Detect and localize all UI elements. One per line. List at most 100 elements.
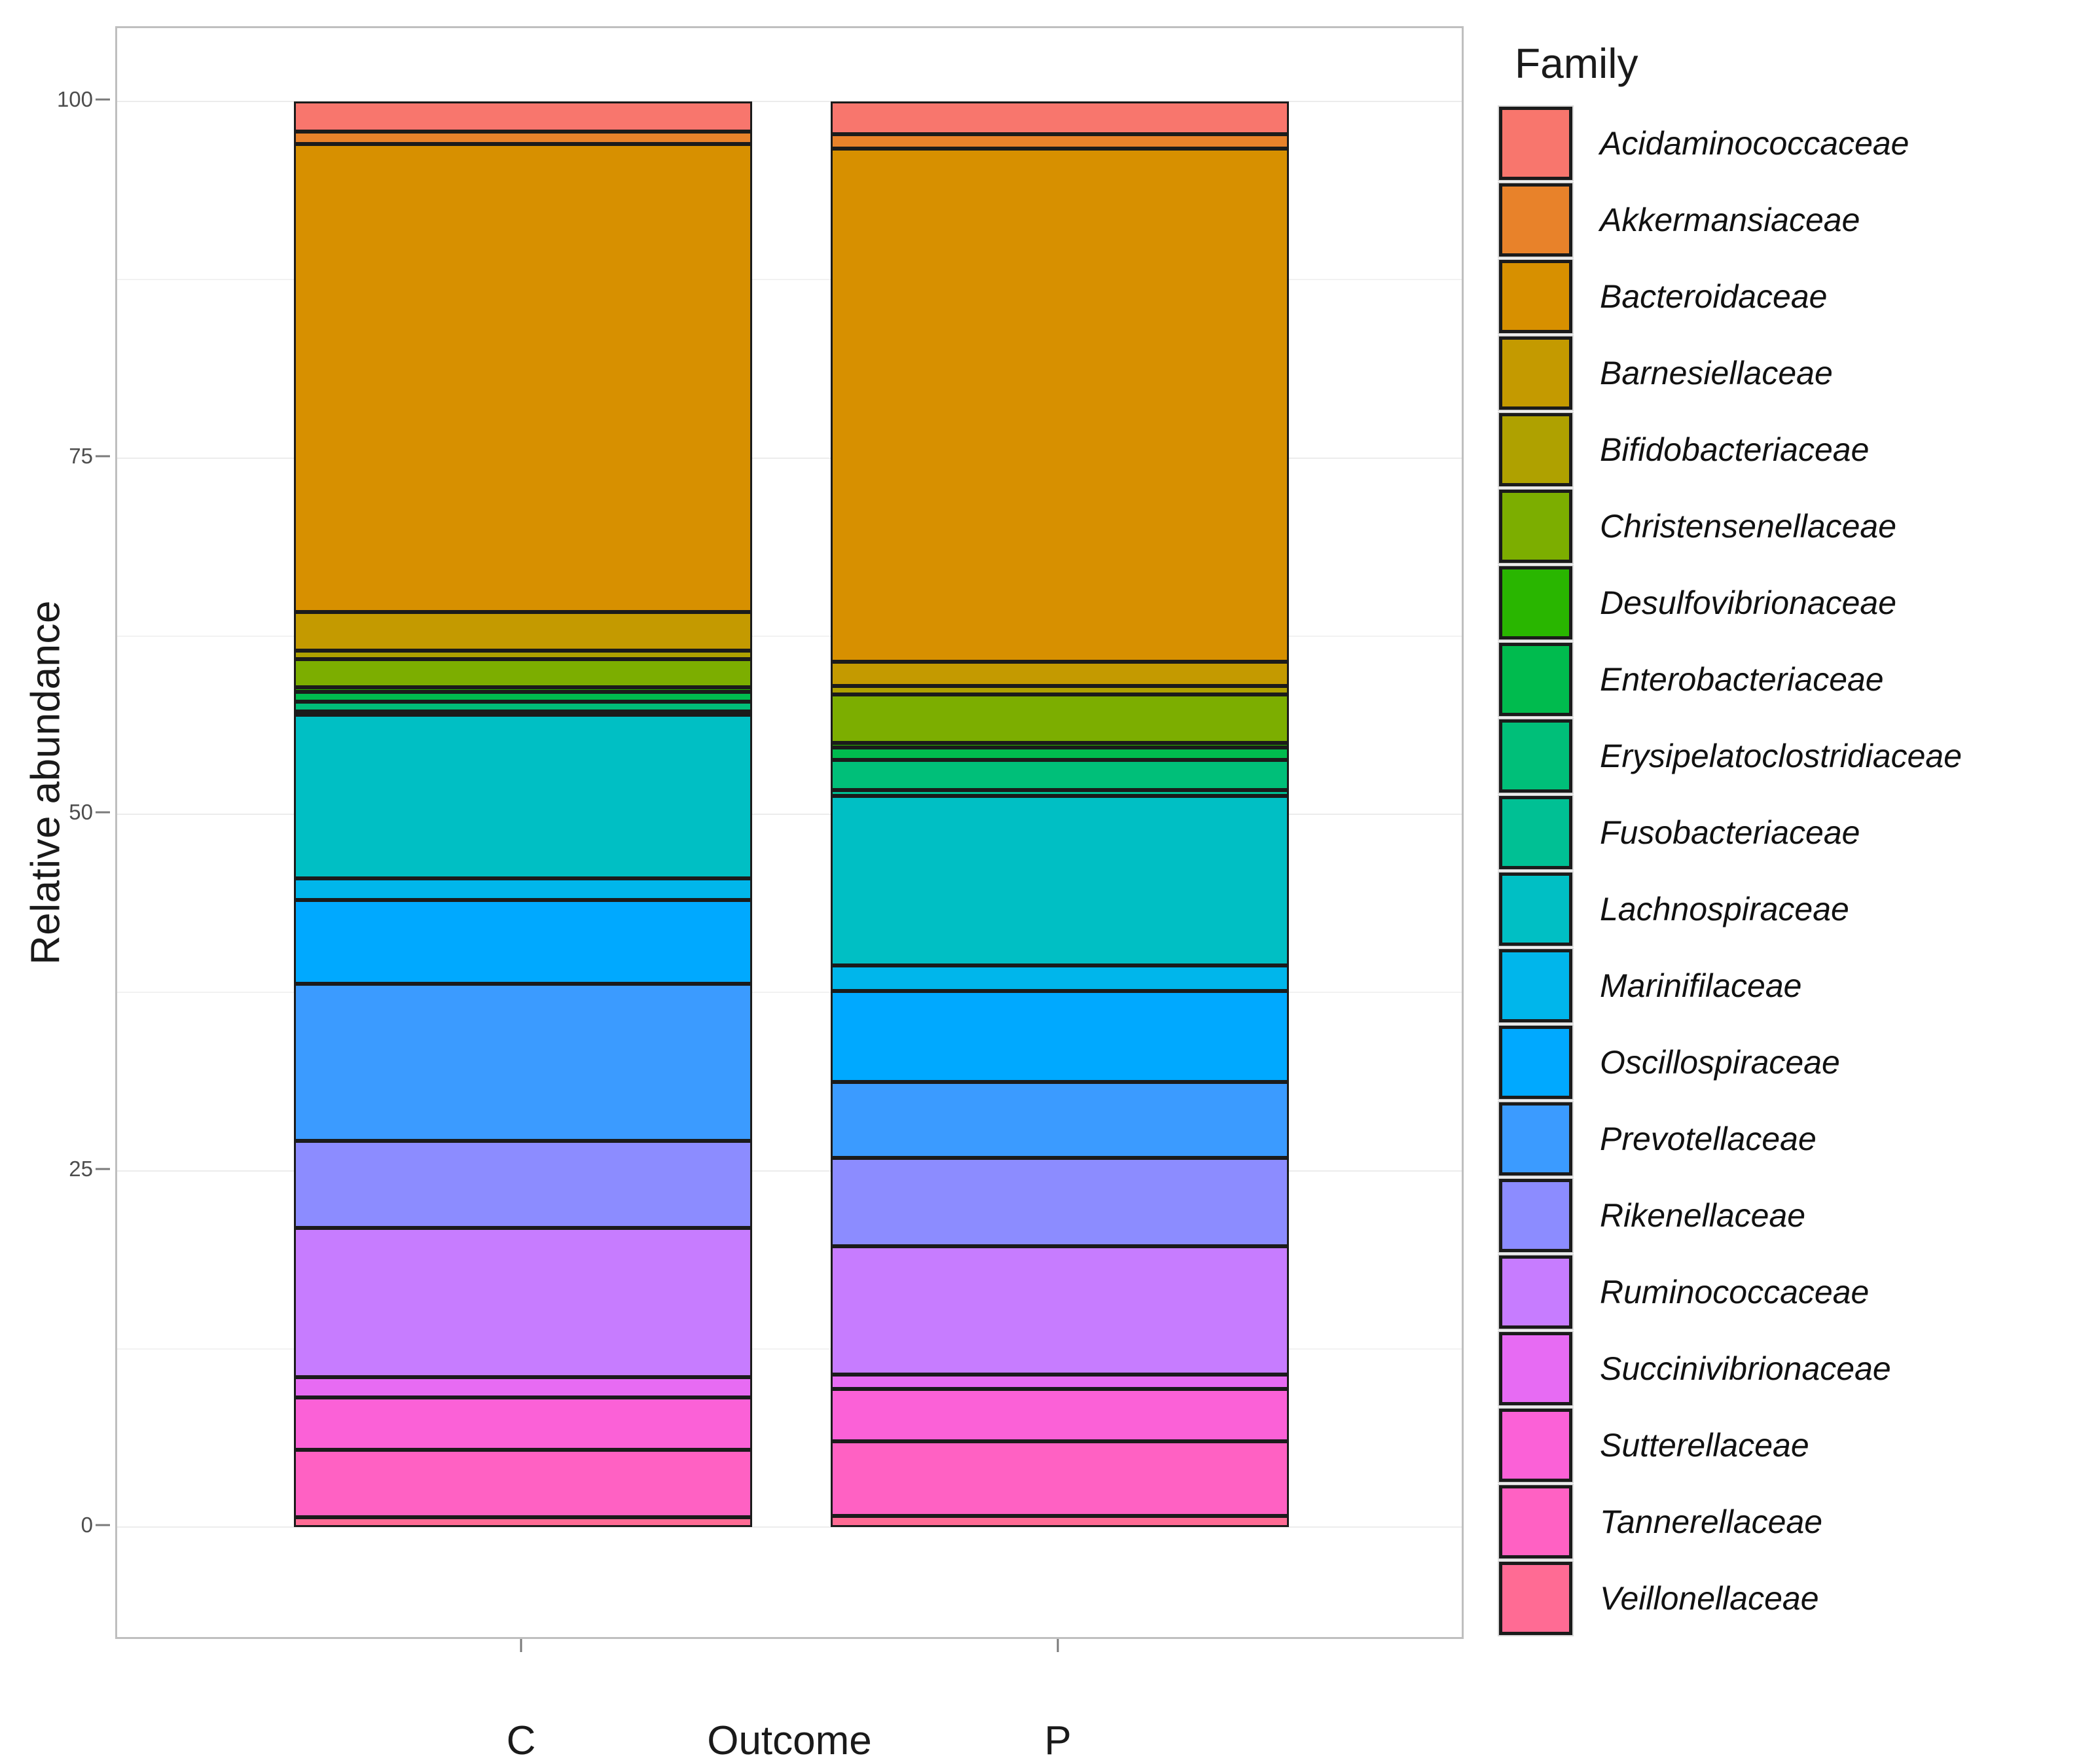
- bar-segment[interactable]: [294, 144, 752, 612]
- bar-segment[interactable]: [294, 1517, 752, 1527]
- bar-segment[interactable]: [831, 1388, 1289, 1442]
- legend-item[interactable]: Desulfovibrionaceae: [1498, 564, 2062, 641]
- legend-item[interactable]: Akkermansiaceae: [1498, 181, 2062, 258]
- bar-segment[interactable]: [294, 878, 752, 900]
- legend-swatch-icon: [1498, 794, 1574, 871]
- legend-item-label: Erysipelatoclostridiaceae: [1600, 737, 1962, 774]
- bar-segment[interactable]: [294, 101, 752, 132]
- bar-segment[interactable]: [294, 1450, 752, 1517]
- legend-item[interactable]: Christensenellaceae: [1498, 488, 2062, 564]
- x-axis-tick-label-p: P: [1044, 1718, 1072, 1763]
- legend-item-label: Bifidobacteriaceae: [1600, 431, 1870, 468]
- legend-item-label: Succinivibrionaceae: [1600, 1350, 1891, 1387]
- legend-item-label: Fusobacteriaceae: [1600, 814, 1860, 851]
- bar-segment[interactable]: [294, 701, 752, 712]
- legend-item[interactable]: Erysipelatoclostridiaceae: [1498, 717, 2062, 794]
- legend-item[interactable]: Tannerellaceae: [1498, 1483, 2062, 1560]
- legend-swatch-icon: [1498, 258, 1574, 334]
- legend-item-label: Sutterellaceae: [1600, 1426, 1809, 1464]
- bar-segment[interactable]: [294, 658, 752, 688]
- bar-segment[interactable]: [294, 714, 752, 878]
- bar-segment[interactable]: [294, 687, 752, 692]
- plot-panel: [115, 26, 1464, 1639]
- bar-segment[interactable]: [294, 984, 752, 1141]
- legend-item[interactable]: Fusobacteriaceae: [1498, 794, 2062, 871]
- legend-item[interactable]: Sutterellaceae: [1498, 1407, 2062, 1483]
- bar-segment[interactable]: [294, 650, 752, 659]
- y-axis-tick-label: 75: [69, 443, 93, 468]
- bar-segment[interactable]: [831, 1515, 1289, 1527]
- y-axis-tick-label: 100: [56, 87, 93, 111]
- legend-item[interactable]: Barnesiellaceae: [1498, 334, 2062, 411]
- bar-segment[interactable]: [831, 134, 1289, 149]
- bar-segment[interactable]: [831, 661, 1289, 686]
- legend-item-label: Christensenellaceae: [1600, 507, 1897, 545]
- legend-swatch-icon: [1498, 1100, 1574, 1177]
- legend-swatch-icon: [1498, 1330, 1574, 1407]
- bar-segment[interactable]: [831, 965, 1289, 992]
- legend-item[interactable]: Prevotellaceae: [1498, 1100, 2062, 1177]
- bar-segment[interactable]: [831, 148, 1289, 662]
- legend-item[interactable]: Marinifilaceae: [1498, 947, 2062, 1024]
- legend-item[interactable]: Bacteroidaceae: [1498, 258, 2062, 334]
- bar-segment[interactable]: [831, 1157, 1289, 1246]
- legend-item[interactable]: Bifidobacteriaceae: [1498, 411, 2062, 488]
- legend-swatch-icon: [1498, 717, 1574, 794]
- legend-item[interactable]: Acidaminococcaceae: [1498, 105, 2062, 181]
- legend-swatch-icon: [1498, 1177, 1574, 1253]
- y-axis-tick-mark: [96, 98, 110, 101]
- legend-item-label: Ruminococcaceae: [1600, 1273, 1870, 1310]
- x-axis-title: Outcome: [707, 1718, 872, 1763]
- y-axis-tick-label: 25: [69, 1156, 93, 1181]
- x-axis-tick-label-c: C: [506, 1718, 536, 1763]
- legend-item[interactable]: Oscillospiraceae: [1498, 1024, 2062, 1100]
- bar-segment[interactable]: [294, 1377, 752, 1397]
- legend-item[interactable]: Ruminococcaceae: [1498, 1253, 2062, 1330]
- bar-segment[interactable]: [831, 747, 1289, 761]
- bar-segment[interactable]: [294, 1140, 752, 1228]
- legend-item[interactable]: Enterobacteriaceae: [1498, 641, 2062, 717]
- y-axis-tick-mark: [96, 811, 110, 814]
- bar-segment[interactable]: [294, 611, 752, 651]
- gridline: [117, 1526, 1462, 1528]
- gridline: [117, 1348, 1462, 1350]
- y-axis-tick-mark: [96, 1524, 110, 1526]
- bar-segment[interactable]: [831, 694, 1289, 744]
- legend-item[interactable]: Veillonellaceae: [1498, 1560, 2062, 1636]
- bar-segment[interactable]: [831, 1441, 1289, 1516]
- legend-item-label: Lachnospiraceae: [1600, 890, 1849, 927]
- bar-segment[interactable]: [831, 760, 1289, 790]
- legend-title: Family: [1515, 40, 1638, 87]
- bar-segment[interactable]: [831, 991, 1289, 1083]
- bar-segment[interactable]: [831, 685, 1289, 695]
- legend-swatch-icon: [1498, 871, 1574, 947]
- legend-item[interactable]: Succinivibrionaceae: [1498, 1330, 2062, 1407]
- gridline: [117, 279, 1462, 281]
- legend-swatch-icon: [1498, 1483, 1574, 1560]
- bar-segment[interactable]: [294, 899, 752, 984]
- bar-segment[interactable]: [831, 743, 1289, 747]
- legend-item[interactable]: Rikenellaceae: [1498, 1177, 2062, 1253]
- bar-segment[interactable]: [294, 1397, 752, 1450]
- x-axis-tick-mark: [520, 1639, 522, 1652]
- legend-item[interactable]: Lachnospiraceae: [1498, 871, 2062, 947]
- legend-swatch-icon: [1498, 1024, 1574, 1100]
- stacked-bar-c[interactable]: [294, 28, 752, 1637]
- legend-swatch-icon: [1498, 334, 1574, 411]
- bar-segment[interactable]: [831, 1246, 1289, 1375]
- bar-segment[interactable]: [294, 691, 752, 702]
- legend-swatch-icon: [1498, 488, 1574, 564]
- bar-segment[interactable]: [831, 1082, 1289, 1158]
- bar-segment[interactable]: [294, 1227, 752, 1378]
- stacked-bar-p[interactable]: [831, 28, 1289, 1637]
- bar-segment[interactable]: [831, 101, 1289, 135]
- legend-item-label: Veillonellaceae: [1600, 1579, 1819, 1617]
- bar-segment[interactable]: [294, 131, 752, 145]
- bar-segment[interactable]: [831, 795, 1289, 965]
- legend-item-label: Enterobacteriaceae: [1600, 660, 1884, 698]
- bar-segment[interactable]: [831, 1374, 1289, 1389]
- gridline: [117, 457, 1462, 459]
- bar-segment[interactable]: [831, 789, 1289, 796]
- y-axis-tick-label: 50: [69, 800, 93, 824]
